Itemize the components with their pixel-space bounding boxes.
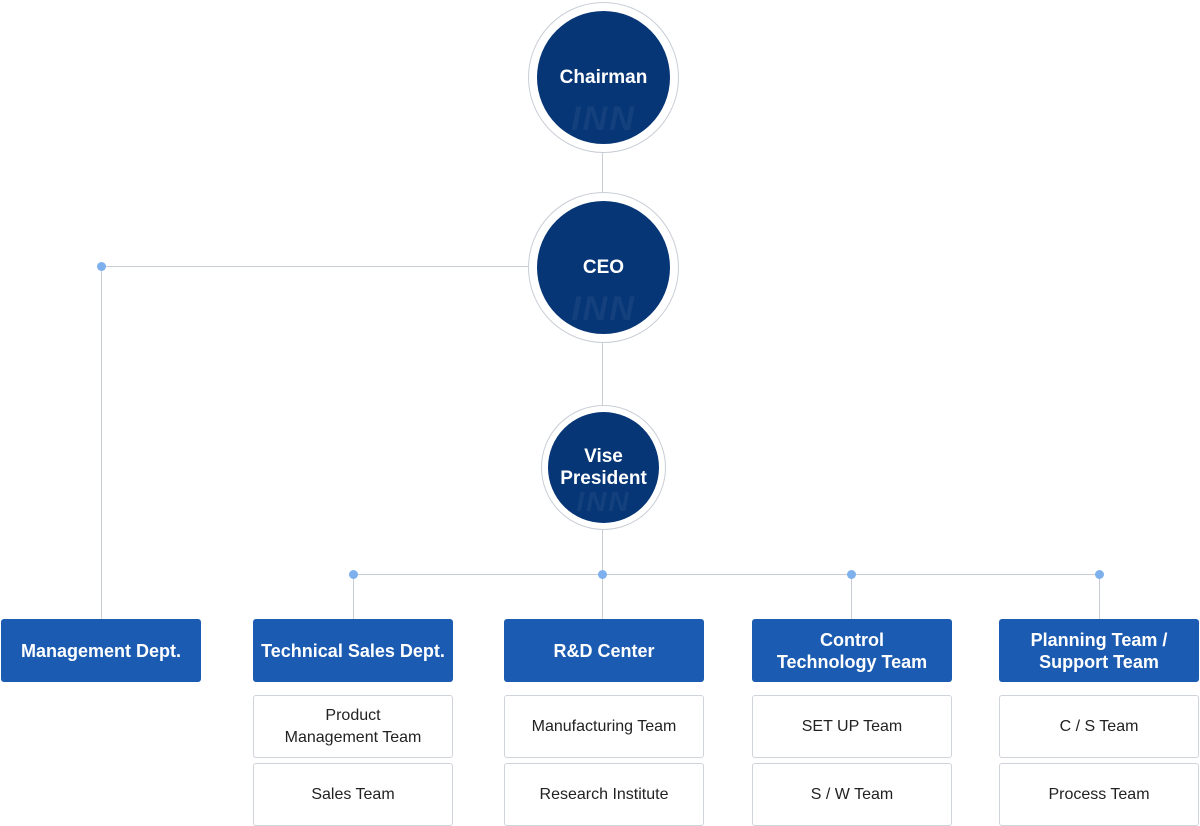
connector-drop-rd — [602, 574, 603, 620]
team-research-institute: Research Institute — [504, 763, 704, 826]
team-software: S / W Team — [752, 763, 952, 826]
node-dot-management — [97, 262, 106, 271]
connector-drop-control — [851, 574, 852, 620]
connector-ceo-vp — [602, 341, 603, 408]
connector-bus — [353, 574, 1100, 575]
ceo-label: CEO — [582, 256, 625, 278]
team-cs: C / S Team — [999, 695, 1199, 758]
node-dot-planning — [1095, 570, 1104, 579]
node-dot-technical-sales — [349, 570, 358, 579]
node-dot-control — [847, 570, 856, 579]
node-dot-rd — [598, 570, 607, 579]
dept-technical-sales: Technical Sales Dept. — [253, 619, 453, 682]
connector-management-vertical — [101, 266, 102, 620]
team-sales: Sales Team — [253, 763, 453, 826]
connector-drop-technical-sales — [353, 574, 354, 620]
ceo-node: INN CEO — [537, 201, 670, 334]
team-process: Process Team — [999, 763, 1199, 826]
connector-chairman-ceo — [602, 150, 603, 195]
connector-vp-bus — [602, 526, 603, 574]
watermark-logo: INN — [571, 100, 636, 138]
vice-president-label: Vise President — [560, 445, 647, 489]
connector-drop-planning — [1099, 574, 1100, 620]
team-product-management: Product Management Team — [253, 695, 453, 758]
chairman-node: INN Chairman — [537, 11, 670, 144]
dept-planning-support: Planning Team / Support Team — [999, 619, 1199, 682]
watermark-logo: INN — [571, 290, 636, 328]
connector-ceo-management — [101, 266, 531, 267]
dept-management: Management Dept. — [1, 619, 201, 682]
vice-president-node: INN Vise President — [548, 412, 659, 523]
chairman-label: Chairman — [559, 66, 648, 88]
team-manufacturing: Manufacturing Team — [504, 695, 704, 758]
watermark-logo: INN — [576, 486, 631, 517]
dept-rd-center: R&D Center — [504, 619, 704, 682]
dept-control-technology: Control Technology Team — [752, 619, 952, 682]
team-set-up: SET UP Team — [752, 695, 952, 758]
